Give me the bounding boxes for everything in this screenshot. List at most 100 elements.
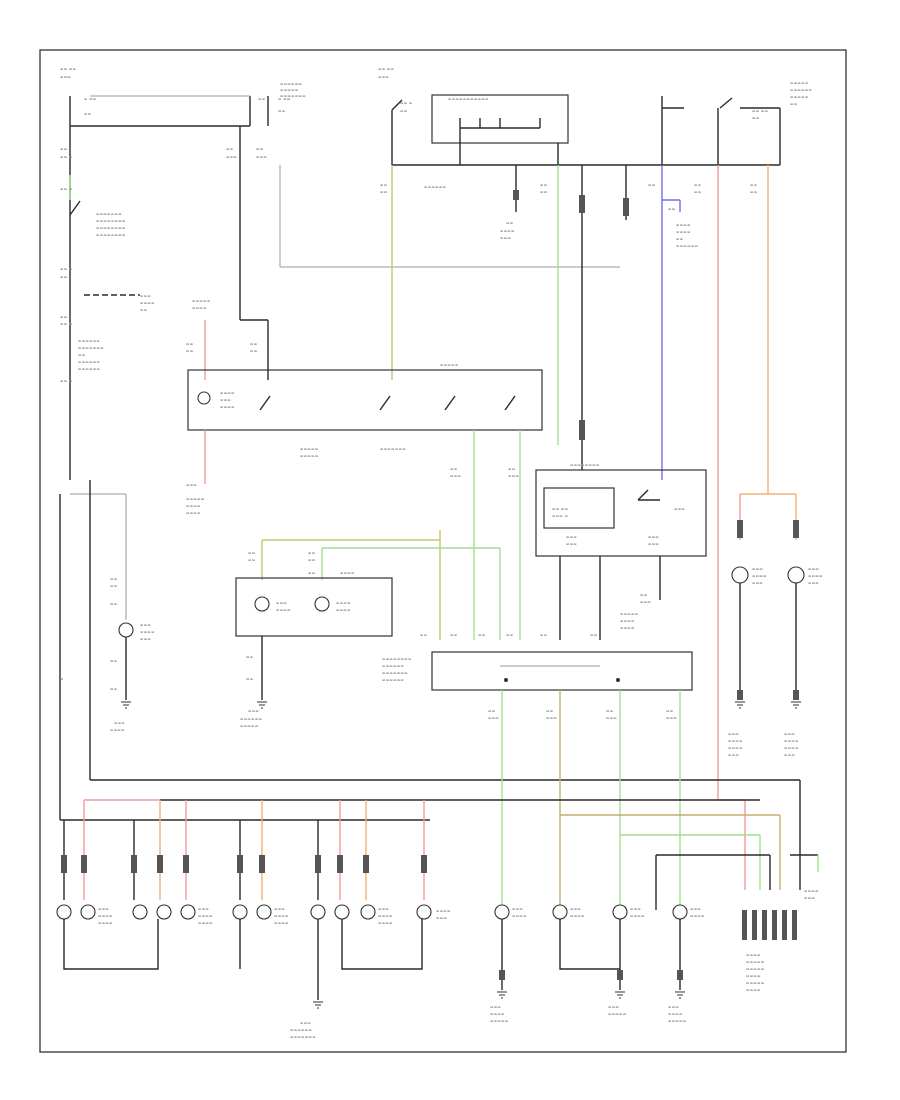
svg-text:▬▬ ▬: ▬▬ ▬ xyxy=(60,379,73,383)
svg-text:▬▬▬: ▬▬▬ xyxy=(566,542,577,546)
svg-text:▬▬: ▬▬ xyxy=(676,237,683,241)
svg-text:▬▬: ▬▬ xyxy=(380,190,387,194)
svg-text:▬▬▬: ▬▬▬ xyxy=(300,1021,311,1025)
svg-text:▬▬▬: ▬▬▬ xyxy=(60,75,71,79)
svg-text:▬▬▬: ▬▬▬ xyxy=(378,907,389,911)
svg-text:▬▬▬▬: ▬▬▬▬ xyxy=(98,921,113,925)
svg-text:▬▬ ▬: ▬▬ ▬ xyxy=(60,187,73,191)
svg-text:▬▬▬▬▬: ▬▬▬▬▬ xyxy=(490,1019,509,1023)
svg-text:▬▬▬▬▬: ▬▬▬▬▬ xyxy=(746,967,765,971)
svg-text:▬▬▬▬▬▬: ▬▬▬▬▬▬ xyxy=(424,185,446,189)
svg-text:▬▬: ▬▬ xyxy=(420,633,427,637)
svg-text:▬▬▬: ▬▬▬ xyxy=(668,1005,679,1009)
yellow-wire xyxy=(261,165,441,640)
combination-switch: ▬▬ ▬▬▬ ▬▬ ▬▬▬ ▬▬▬▬▬ ▬▬▬▬ ▬▬ ▬▬ ▬▬ ▬▬ ▬▬▬… xyxy=(186,126,543,515)
svg-text:▬▬: ▬▬ xyxy=(506,221,513,225)
svg-text:▬▬▬▬▬▬: ▬▬▬▬▬▬ xyxy=(78,360,100,364)
svg-text:▬▬▬▬▬: ▬▬▬▬▬ xyxy=(300,447,319,451)
svg-text:▬▬: ▬▬ xyxy=(246,655,253,659)
svg-text:▬▬▬: ▬▬▬ xyxy=(784,732,795,736)
svg-text:▬▬▬: ▬▬▬ xyxy=(674,507,685,511)
svg-text:▬▬: ▬▬ xyxy=(450,633,457,637)
svg-text:▬▬▬▬▬: ▬▬▬▬▬ xyxy=(186,497,205,501)
svg-text:▬▬▬▬: ▬▬▬▬ xyxy=(570,914,585,918)
svg-text:▬▬▬▬: ▬▬▬▬ xyxy=(808,574,823,578)
svg-text:▬▬▬▬: ▬▬▬▬ xyxy=(728,739,743,743)
svg-text:▬▬: ▬▬ xyxy=(540,190,547,194)
svg-text:▬▬▬: ▬▬▬ xyxy=(114,721,125,725)
svg-text:▬▬▬: ▬▬▬ xyxy=(490,1005,501,1009)
svg-text:▬▬▬▬: ▬▬▬▬ xyxy=(274,921,289,925)
svg-text:▬▬: ▬▬ xyxy=(110,577,117,581)
svg-text:▬▬▬▬: ▬▬▬▬ xyxy=(276,608,291,612)
svg-text:▬▬▬▬: ▬▬▬▬ xyxy=(630,914,645,918)
svg-text:▬▬: ▬▬ xyxy=(186,349,193,353)
svg-text:▬▬▬▬: ▬▬▬▬ xyxy=(340,571,355,575)
svg-text:▬▬▬▬: ▬▬▬▬ xyxy=(336,608,351,612)
svg-text:▬▬▬▬▬▬▬: ▬▬▬▬▬▬▬ xyxy=(290,1035,316,1039)
svg-text:▬▬▬▬: ▬▬▬▬ xyxy=(186,511,201,515)
svg-text:▬▬▬▬▬▬▬▬: ▬▬▬▬▬▬▬▬ xyxy=(96,226,126,230)
svg-text:▬▬▬▬▬▬: ▬▬▬▬▬▬ xyxy=(78,339,100,343)
svg-text:▬▬: ▬▬ xyxy=(694,183,701,187)
svg-text:▬▬▬▬: ▬▬▬▬ xyxy=(274,914,289,918)
center-left-lamp-box: ▬▬▬▬ ▬▬ ▬▬ ▬▬ ▬▬ ▬▬ ▬▬▬ ▬▬▬▬ ▬▬▬▬ ▬▬▬▬ ▬… xyxy=(235,551,393,728)
svg-text:▬▬▬▬: ▬▬▬▬ xyxy=(512,914,527,918)
svg-text:▬▬▬▬: ▬▬▬▬ xyxy=(668,1012,683,1016)
svg-text:▬▬▬▬: ▬▬▬▬ xyxy=(220,405,235,409)
svg-text:▬▬▬▬: ▬▬▬▬ xyxy=(220,391,235,395)
svg-text:▬▬▬: ▬▬▬ xyxy=(752,567,763,571)
svg-text:▬▬ ▬▬: ▬▬ ▬▬ xyxy=(752,109,768,113)
svg-text:▬▬: ▬▬ xyxy=(248,551,255,555)
svg-text:▬▬▬▬▬▬▬▬: ▬▬▬▬▬▬▬▬ xyxy=(570,463,600,467)
svg-text:▬▬▬: ▬▬▬ xyxy=(648,535,659,539)
svg-text:▬▬▬: ▬▬▬ xyxy=(140,294,151,298)
bottom-left-lamps xyxy=(56,800,432,1000)
svg-text:▬▬: ▬▬ xyxy=(308,571,315,575)
svg-text:▬▬: ▬▬ xyxy=(590,633,597,637)
svg-text:▬▬▬: ▬▬▬ xyxy=(608,1005,619,1009)
svg-text:▬▬: ▬▬ xyxy=(246,677,253,681)
svg-text:▬▬ ▬▬: ▬▬ ▬▬ xyxy=(60,67,76,71)
svg-text:▬ ▬▬: ▬ ▬▬ xyxy=(84,97,97,101)
svg-text:▬▬▬: ▬▬▬ xyxy=(808,581,819,585)
svg-text:▬▬▬▬▬: ▬▬▬▬▬ xyxy=(790,95,809,99)
svg-text:▬▬▬ ▬: ▬▬▬ ▬ xyxy=(552,514,568,518)
svg-text:▬▬: ▬▬ xyxy=(78,353,85,357)
top-right-relay: ▬▬ ▬▬ ▬▬ ▬▬▬▬▬ ▬▬▬▬▬▬ ▬▬▬▬▬ ▬▬ xyxy=(661,81,812,165)
svg-text:▬▬▬: ▬▬▬ xyxy=(500,236,511,240)
svg-text:▬▬: ▬▬ xyxy=(60,275,67,279)
svg-text:▬▬▬▬: ▬▬▬▬ xyxy=(500,229,515,233)
svg-text:▬▬▬: ▬▬▬ xyxy=(488,716,499,720)
svg-text:▬▬: ▬▬ xyxy=(668,207,675,211)
svg-text:▬▬▬▬: ▬▬▬▬ xyxy=(746,953,761,957)
svg-text:▬▬▬▬▬: ▬▬▬▬▬ xyxy=(240,724,259,728)
svg-text:▬▬▬▬: ▬▬▬▬ xyxy=(752,574,767,578)
svg-text:▬▬▬▬▬: ▬▬▬▬▬ xyxy=(746,960,765,964)
svg-text:▬▬▬: ▬▬▬ xyxy=(630,907,641,911)
svg-text:▬▬▬▬: ▬▬▬▬ xyxy=(676,223,691,227)
svg-text:▬▬▬: ▬▬▬ xyxy=(220,398,231,402)
svg-text:▬▬▬: ▬▬▬ xyxy=(752,581,763,585)
svg-text:▬▬: ▬▬ xyxy=(250,342,257,346)
svg-text:▬▬: ▬▬ xyxy=(488,709,495,713)
ground-symbols xyxy=(121,701,801,1009)
svg-text:▬▬▬▬: ▬▬▬▬ xyxy=(186,504,201,508)
svg-text:▬▬: ▬▬ xyxy=(666,709,673,713)
svg-text:▬▬: ▬▬ xyxy=(640,593,647,597)
top-center-switch-block: ▬▬ ▬▬ ▬▬▬ ▬▬ ▬ ▬▬ ▬▬▬▬▬▬▬▬▬▬▬ xyxy=(279,67,780,268)
svg-text:▬▬▬▬▬: ▬▬▬▬▬ xyxy=(668,1019,687,1023)
svg-text:▬▬▬▬: ▬▬▬▬ xyxy=(804,889,819,893)
bottom-branch-wires: ▬▬▬▬ ▬▬▬ xyxy=(60,799,819,910)
svg-text:▬▬▬▬▬▬▬: ▬▬▬▬▬▬▬ xyxy=(78,346,104,350)
svg-text:▬▬▬: ▬▬▬ xyxy=(648,542,659,546)
svg-text:▬▬▬: ▬▬▬ xyxy=(808,567,819,571)
svg-text:▬▬▬: ▬▬▬ xyxy=(640,600,651,604)
svg-text:▬▬: ▬▬ xyxy=(248,558,255,562)
svg-text:▬▬: ▬▬ xyxy=(278,109,285,113)
trailer-connector: ▬▬▬▬ ▬▬▬▬▬ ▬▬▬▬▬ ▬▬▬▬ ▬▬▬▬▬ ▬▬▬▬ xyxy=(742,910,797,992)
svg-text:▬▬ ▬: ▬▬ ▬ xyxy=(60,155,73,159)
svg-text:▬▬▬▬: ▬▬▬▬ xyxy=(676,230,691,234)
svg-text:▬▬: ▬▬ xyxy=(256,147,263,151)
svg-text:▬▬: ▬▬ xyxy=(506,633,513,637)
